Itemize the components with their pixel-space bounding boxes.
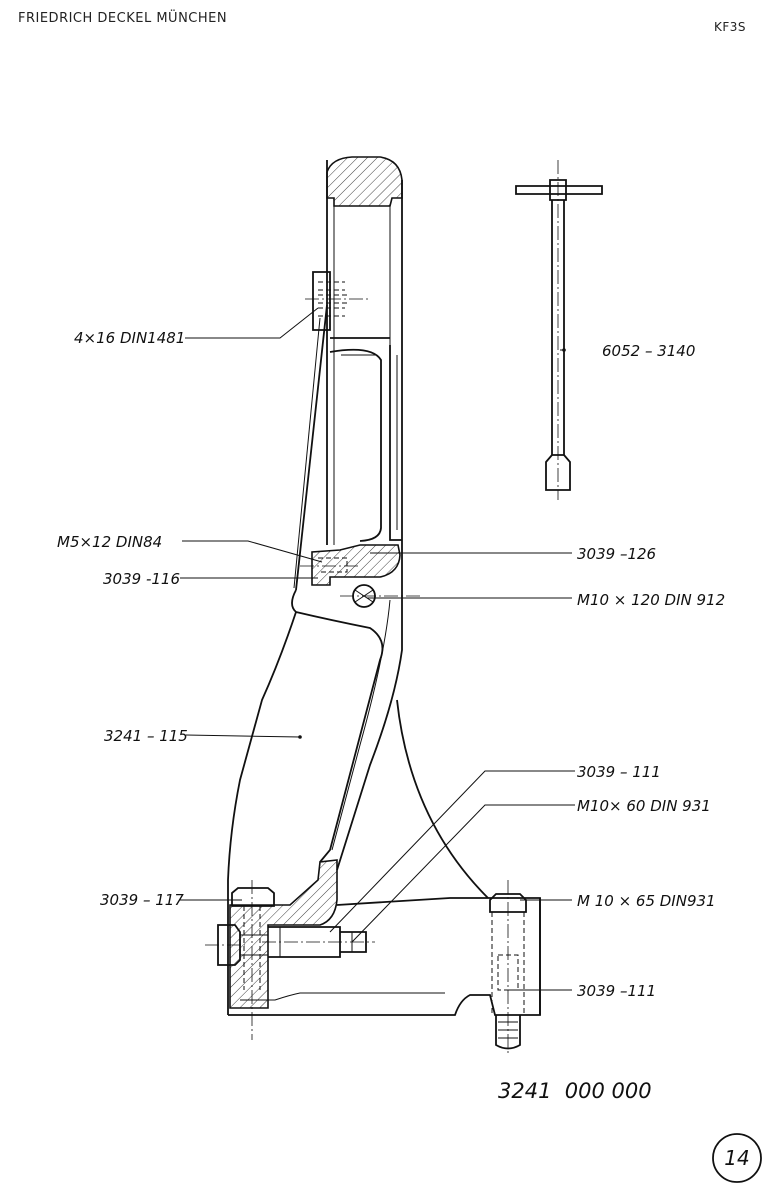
label-part-115: 3241 – 115 xyxy=(104,727,188,745)
leader-lines xyxy=(180,307,575,991)
pin-block xyxy=(312,271,331,331)
label-key-tool: 6052 – 3140 xyxy=(602,342,695,360)
manufacturer-header: FRIEDRICH DECKEL MÜNCHEN xyxy=(18,11,228,26)
label-screw-m5: M5×12 DIN84 xyxy=(57,533,162,551)
label-part-116: 3039 -116 xyxy=(103,570,180,588)
key-tool xyxy=(515,160,603,500)
page-number-circle xyxy=(712,1133,762,1183)
clamp-section xyxy=(311,544,401,586)
page-number: 14 xyxy=(724,1146,749,1170)
label-part-126: 3039 –126 xyxy=(577,545,656,563)
label-part-111-upper: 3039 – 111 xyxy=(577,763,661,781)
left-foot-section xyxy=(229,859,338,1009)
label-part-117: 3039 – 117 xyxy=(100,891,184,909)
lower-arm-outline xyxy=(291,589,384,863)
label-part-111-lower: 3039 –111 xyxy=(577,982,656,1000)
column-body xyxy=(205,156,541,1055)
model-code: KF3S xyxy=(714,20,747,34)
label-pin-4x16: 4×16 DIN1481 xyxy=(74,329,185,347)
label-screw-m10x65: M 10 × 65 DIN931 xyxy=(577,892,716,910)
label-screw-m10x120: M10 × 120 DIN 912 xyxy=(577,591,725,609)
assembly-number: 3241 000 000 xyxy=(498,1079,652,1103)
label-screw-m10x60: M10× 60 DIN 931 xyxy=(577,797,711,815)
column-top-cap xyxy=(326,156,403,207)
